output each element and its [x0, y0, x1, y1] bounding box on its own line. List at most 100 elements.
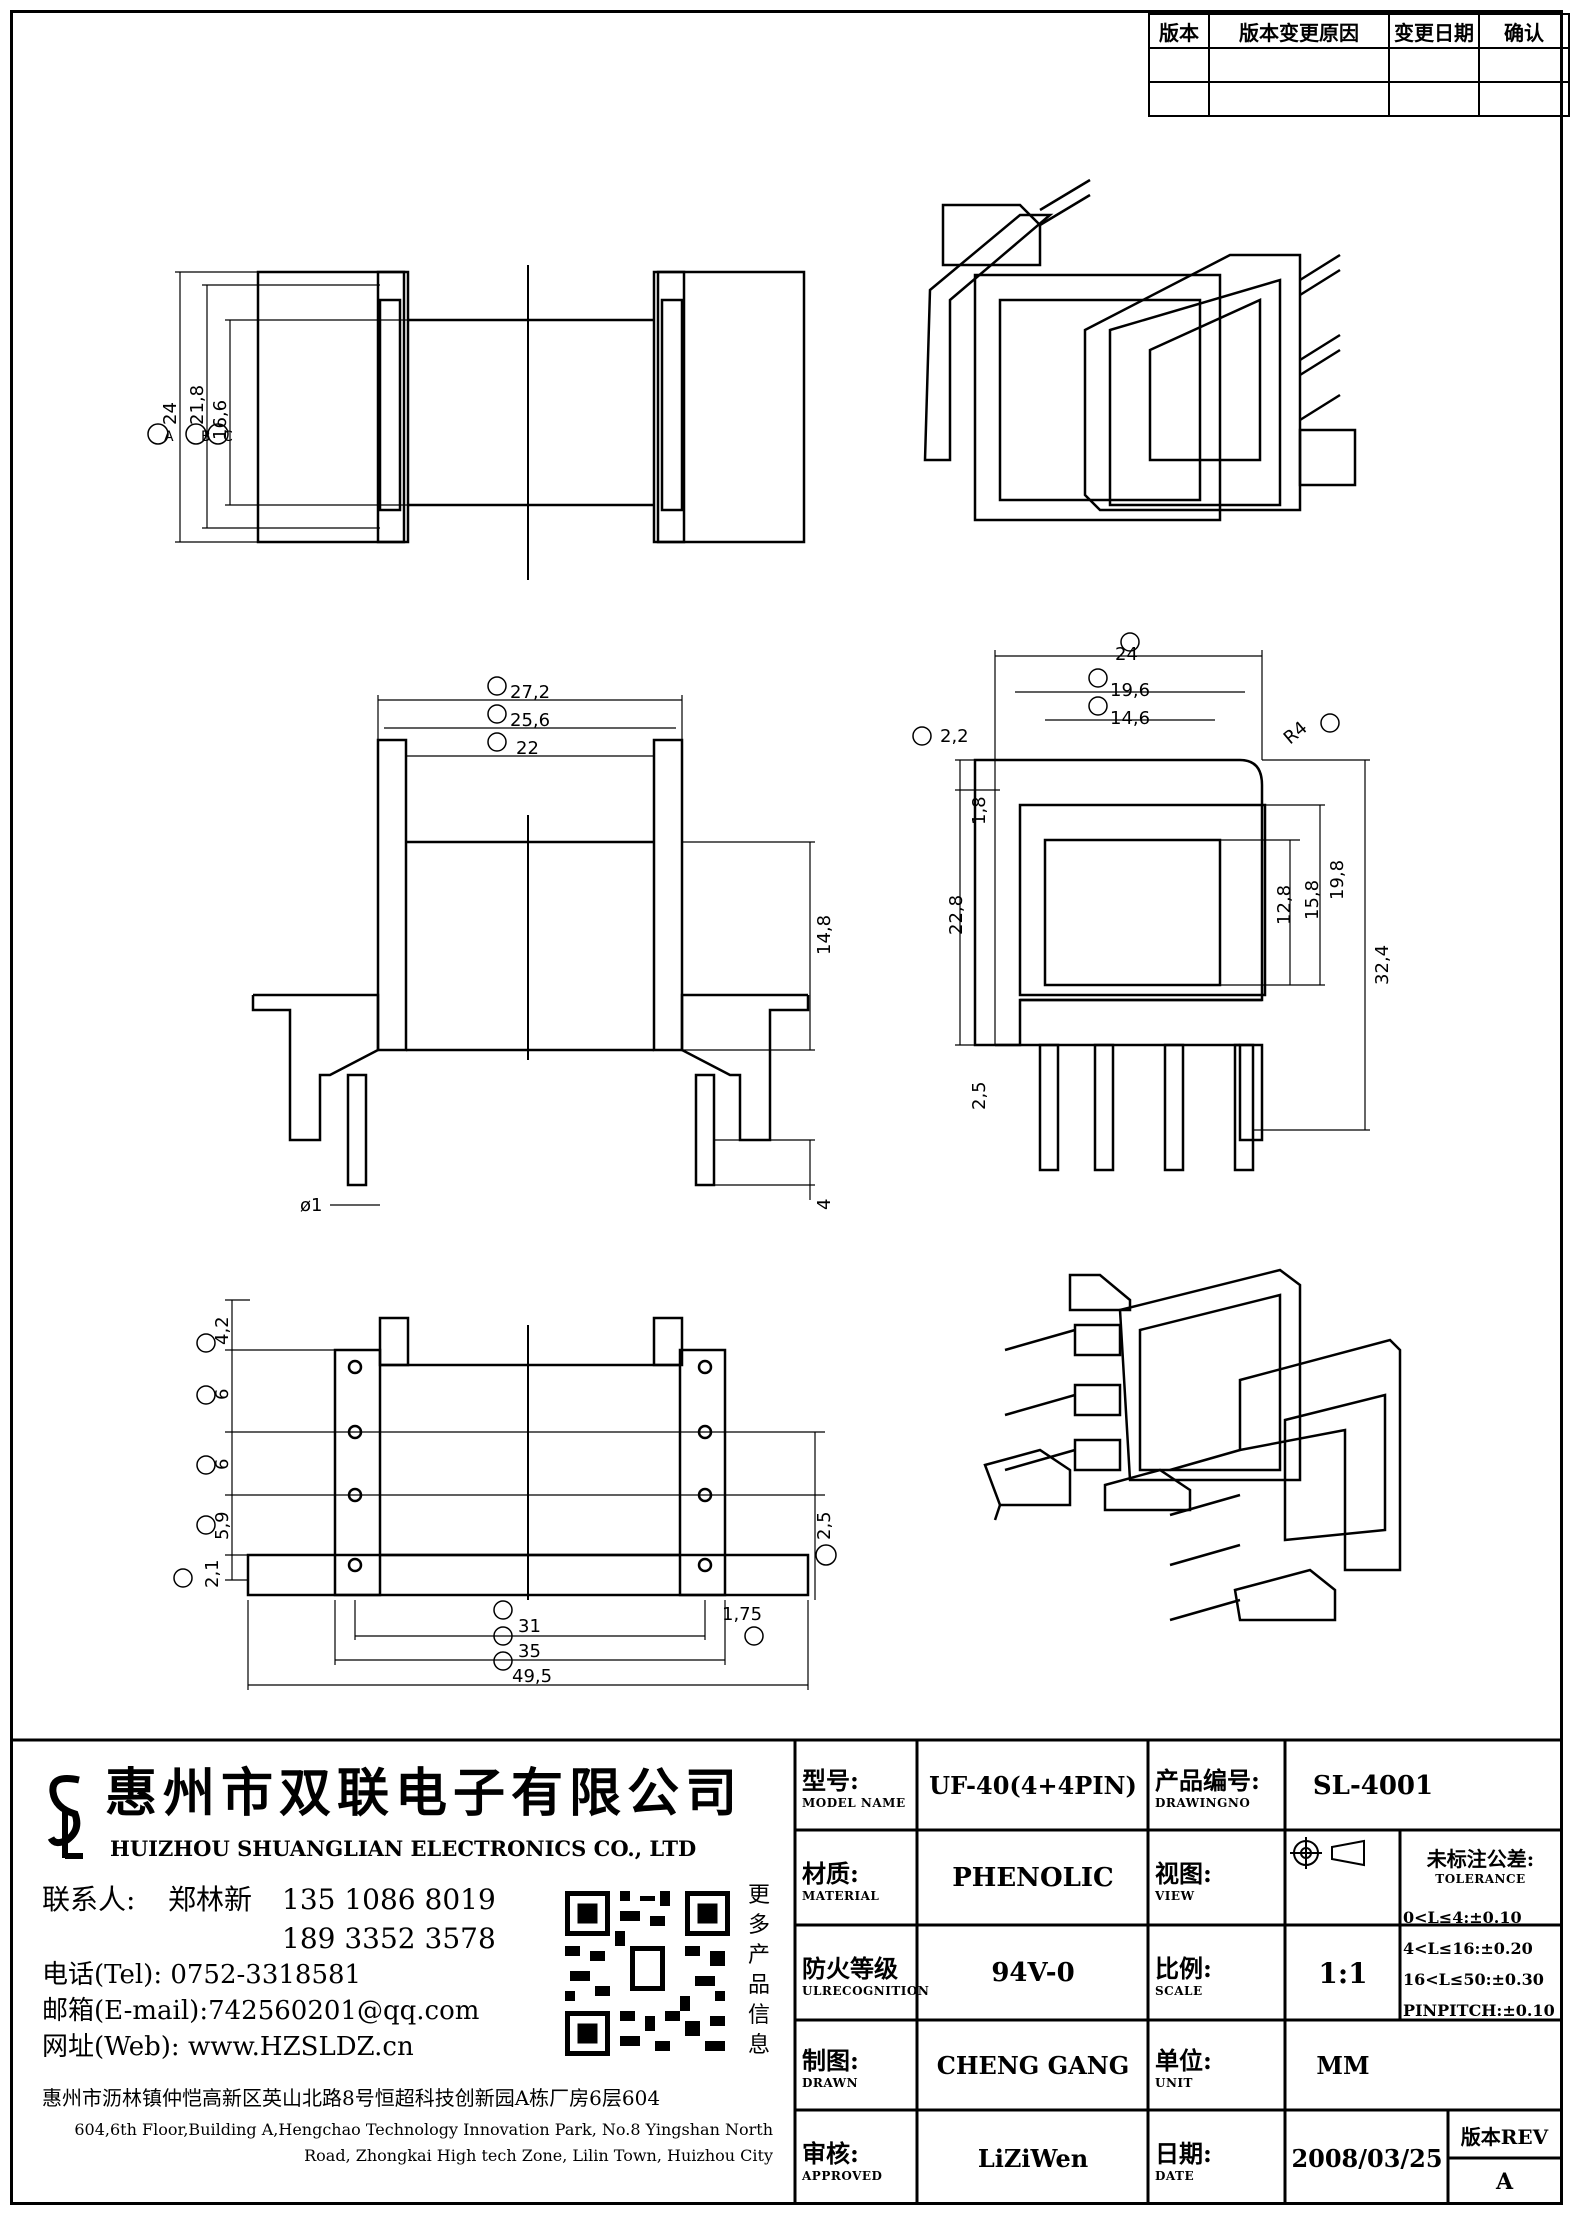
tolerance-2: 4<L≤16:±0.20: [1403, 1939, 1533, 1958]
approved-label-en: APPROVED: [802, 2168, 883, 2183]
dim-pin-len: 4: [814, 1199, 835, 1210]
dim-K: 1,8: [969, 796, 990, 825]
address-en-1: 604,6th Floor,Building A,Hengchao Techno…: [74, 2120, 773, 2139]
bottom-view: [173, 1299, 837, 1690]
dim-W: 31: [518, 1616, 541, 1637]
tolerance-block: 未标注公差: TOLERANCE 0<L≤4:±0.10 4<L≤16:±0.2…: [1403, 1833, 1558, 2028]
fire-rating-label: 防火等级 ULRECOGNITION: [798, 1928, 929, 2018]
company-logo: [45, 1770, 85, 1860]
model-label-cn: 型号:: [802, 1766, 859, 1795]
qr-caption-4: 品: [748, 1973, 771, 1998]
material-label-cn: 材质:: [802, 1858, 859, 1888]
drawing-canvas: [147, 178, 1402, 1690]
qr-caption-6: 息: [748, 2033, 771, 2058]
dim-J: 2,2: [940, 726, 969, 747]
dim-letter-B: B: [201, 429, 211, 445]
qr-caption-1: 更: [748, 1883, 771, 1908]
dim-X: 35: [518, 1641, 541, 1662]
front-view: [251, 676, 815, 1206]
dimension-labels: A B C 24 21,8 16,6 27,2 25,6 22 14,8 4 ø…: [160, 385, 1393, 1687]
drawing-no-value: SL-4001: [1312, 1770, 1434, 1801]
model-label-en: MODEL NAME: [802, 1796, 906, 1810]
view-label: 视图: VIEW: [1151, 1833, 1287, 1923]
qr-caption-2: 多: [748, 1913, 771, 1938]
dim-B: 21,8: [187, 385, 208, 425]
contact-email: 邮箱(E-mail):742560201@qq.com: [42, 1996, 480, 2026]
dim-A: 24: [160, 402, 181, 425]
approved-value: LiZiWen: [977, 2143, 1089, 2173]
date-label: 日期: DATE: [1151, 2113, 1287, 2203]
drawing-no-label-en: DRAWINGNO: [1155, 1796, 1251, 1810]
tolerance-title: 未标注公差:: [1426, 1847, 1535, 1871]
contact-web: 网址(Web): www.HZSLDZ.cn: [42, 2032, 414, 2062]
material-label: 材质: MATERIAL: [798, 1833, 919, 1923]
scale-label-cn: 比例:: [1155, 1953, 1212, 1983]
company-name-cn: 惠州市双联电子有限公司: [105, 1763, 744, 1824]
qr-code-icon: [560, 1886, 735, 2061]
address-cn: 惠州市沥林镇仲恺高新区英山北路8号恒超科技创新园A栋厂房6层604: [42, 2086, 661, 2110]
dim-F: 22: [516, 738, 539, 759]
contact-name: 郑林新: [168, 1883, 253, 1916]
dim-T: 6: [212, 1459, 233, 1470]
drawing-frame: [10, 10, 1563, 2205]
dim-E: 25,6: [510, 710, 550, 731]
scale-label: 比例: SCALE: [1151, 1928, 1287, 2018]
date-label-cn: 日期:: [1155, 2138, 1212, 2168]
dim-B1: 1,75: [722, 1604, 762, 1625]
qr-code: [560, 1886, 735, 2061]
contact-tel: 电话(Tel): 0752-3318581: [42, 1960, 362, 1990]
fire-rating-label-cn: 防火等级: [802, 1953, 898, 1983]
unit-label: 单位: UNIT: [1151, 2023, 1287, 2108]
tolerance-4: PINPITCH:±0.10: [1403, 2001, 1555, 2020]
contact-label: 联系人:: [42, 1883, 136, 1916]
dim-V: 32,4: [1372, 945, 1393, 985]
drawn-label: 制图: DRAWN: [798, 2023, 919, 2108]
company-name-en: HUIZHOU SHUANGLIAN ELECTRONICS CO., LTD: [110, 1836, 697, 1861]
drawing-no-label-cn: 产品编号:: [1155, 1766, 1260, 1795]
material-label-en: MATERIAL: [802, 1888, 880, 1903]
unit-label-cn: 单位:: [1155, 2046, 1212, 2075]
date-label-en: DATE: [1155, 2168, 1195, 2183]
rev-label: 版本REV: [1460, 2124, 1549, 2149]
date-value: 2008/03/25: [1291, 2143, 1443, 2173]
approved-label-cn: 审核:: [802, 2138, 859, 2168]
tolerance-en: TOLERANCE: [1435, 1872, 1526, 1886]
dim-pin-dia: ø1: [300, 1195, 322, 1216]
dim-Q2: 49,5: [512, 1666, 552, 1687]
dim-letter-C: C: [223, 429, 233, 445]
drawn-label-en: DRAWN: [802, 2076, 859, 2090]
isometric-view-top: [923, 178, 1357, 522]
drawn-label-cn: 制图:: [802, 2046, 859, 2075]
dim-height: 14,8: [814, 915, 835, 955]
dim-D: 27,2: [510, 682, 550, 703]
third-angle-projection-icon: [1290, 1837, 1365, 1869]
rev-header-date: 变更日期: [1388, 13, 1480, 49]
rev-value: A: [1495, 2169, 1514, 2195]
dim-C: 16,6: [210, 400, 231, 440]
rev-header-version: 版本: [1148, 13, 1210, 49]
tolerance-1: 0<L≤4:±0.10: [1403, 1908, 1522, 1927]
dim-Q: 19,8: [1327, 860, 1348, 900]
dim-letter-A: A: [164, 429, 174, 445]
dim-H: 19,6: [1110, 680, 1150, 701]
dim-O: 15,8: [1302, 880, 1323, 920]
material-value: PHENOLIC: [952, 1863, 1114, 1893]
unit-value: MM: [1316, 2051, 1370, 2080]
end-view: [912, 632, 1370, 1172]
tolerance-3: 16<L≤50:±0.30: [1403, 1970, 1544, 1989]
dim-A1: 2,5: [814, 1511, 835, 1540]
view-label-en: VIEW: [1155, 1888, 1195, 1903]
logo-icon: [47, 1775, 83, 1859]
model-value: UF-40(4+4PIN): [929, 1771, 1137, 1800]
fire-rating-value: 94V-0: [991, 1958, 1075, 1988]
dim-I: 14,6: [1110, 708, 1150, 729]
revision-table: 版本 版本变更原因 变更日期 确认: [1148, 13, 1570, 117]
dim-L: 22,8: [946, 895, 967, 935]
contact-phone-1: 135 1086 8019: [282, 1883, 496, 1916]
projection-symbol: [1288, 1833, 1398, 1923]
drawn-value: CHENG GANG: [936, 2051, 1130, 2080]
qr-caption-3: 产: [748, 1943, 771, 1968]
drawing-no-label: 产品编号: DRAWINGNO: [1151, 1743, 1287, 1828]
model-label: 型号: MODEL NAME: [798, 1743, 919, 1828]
fire-rating-label-en: ULRECOGNITION: [802, 1983, 930, 1998]
